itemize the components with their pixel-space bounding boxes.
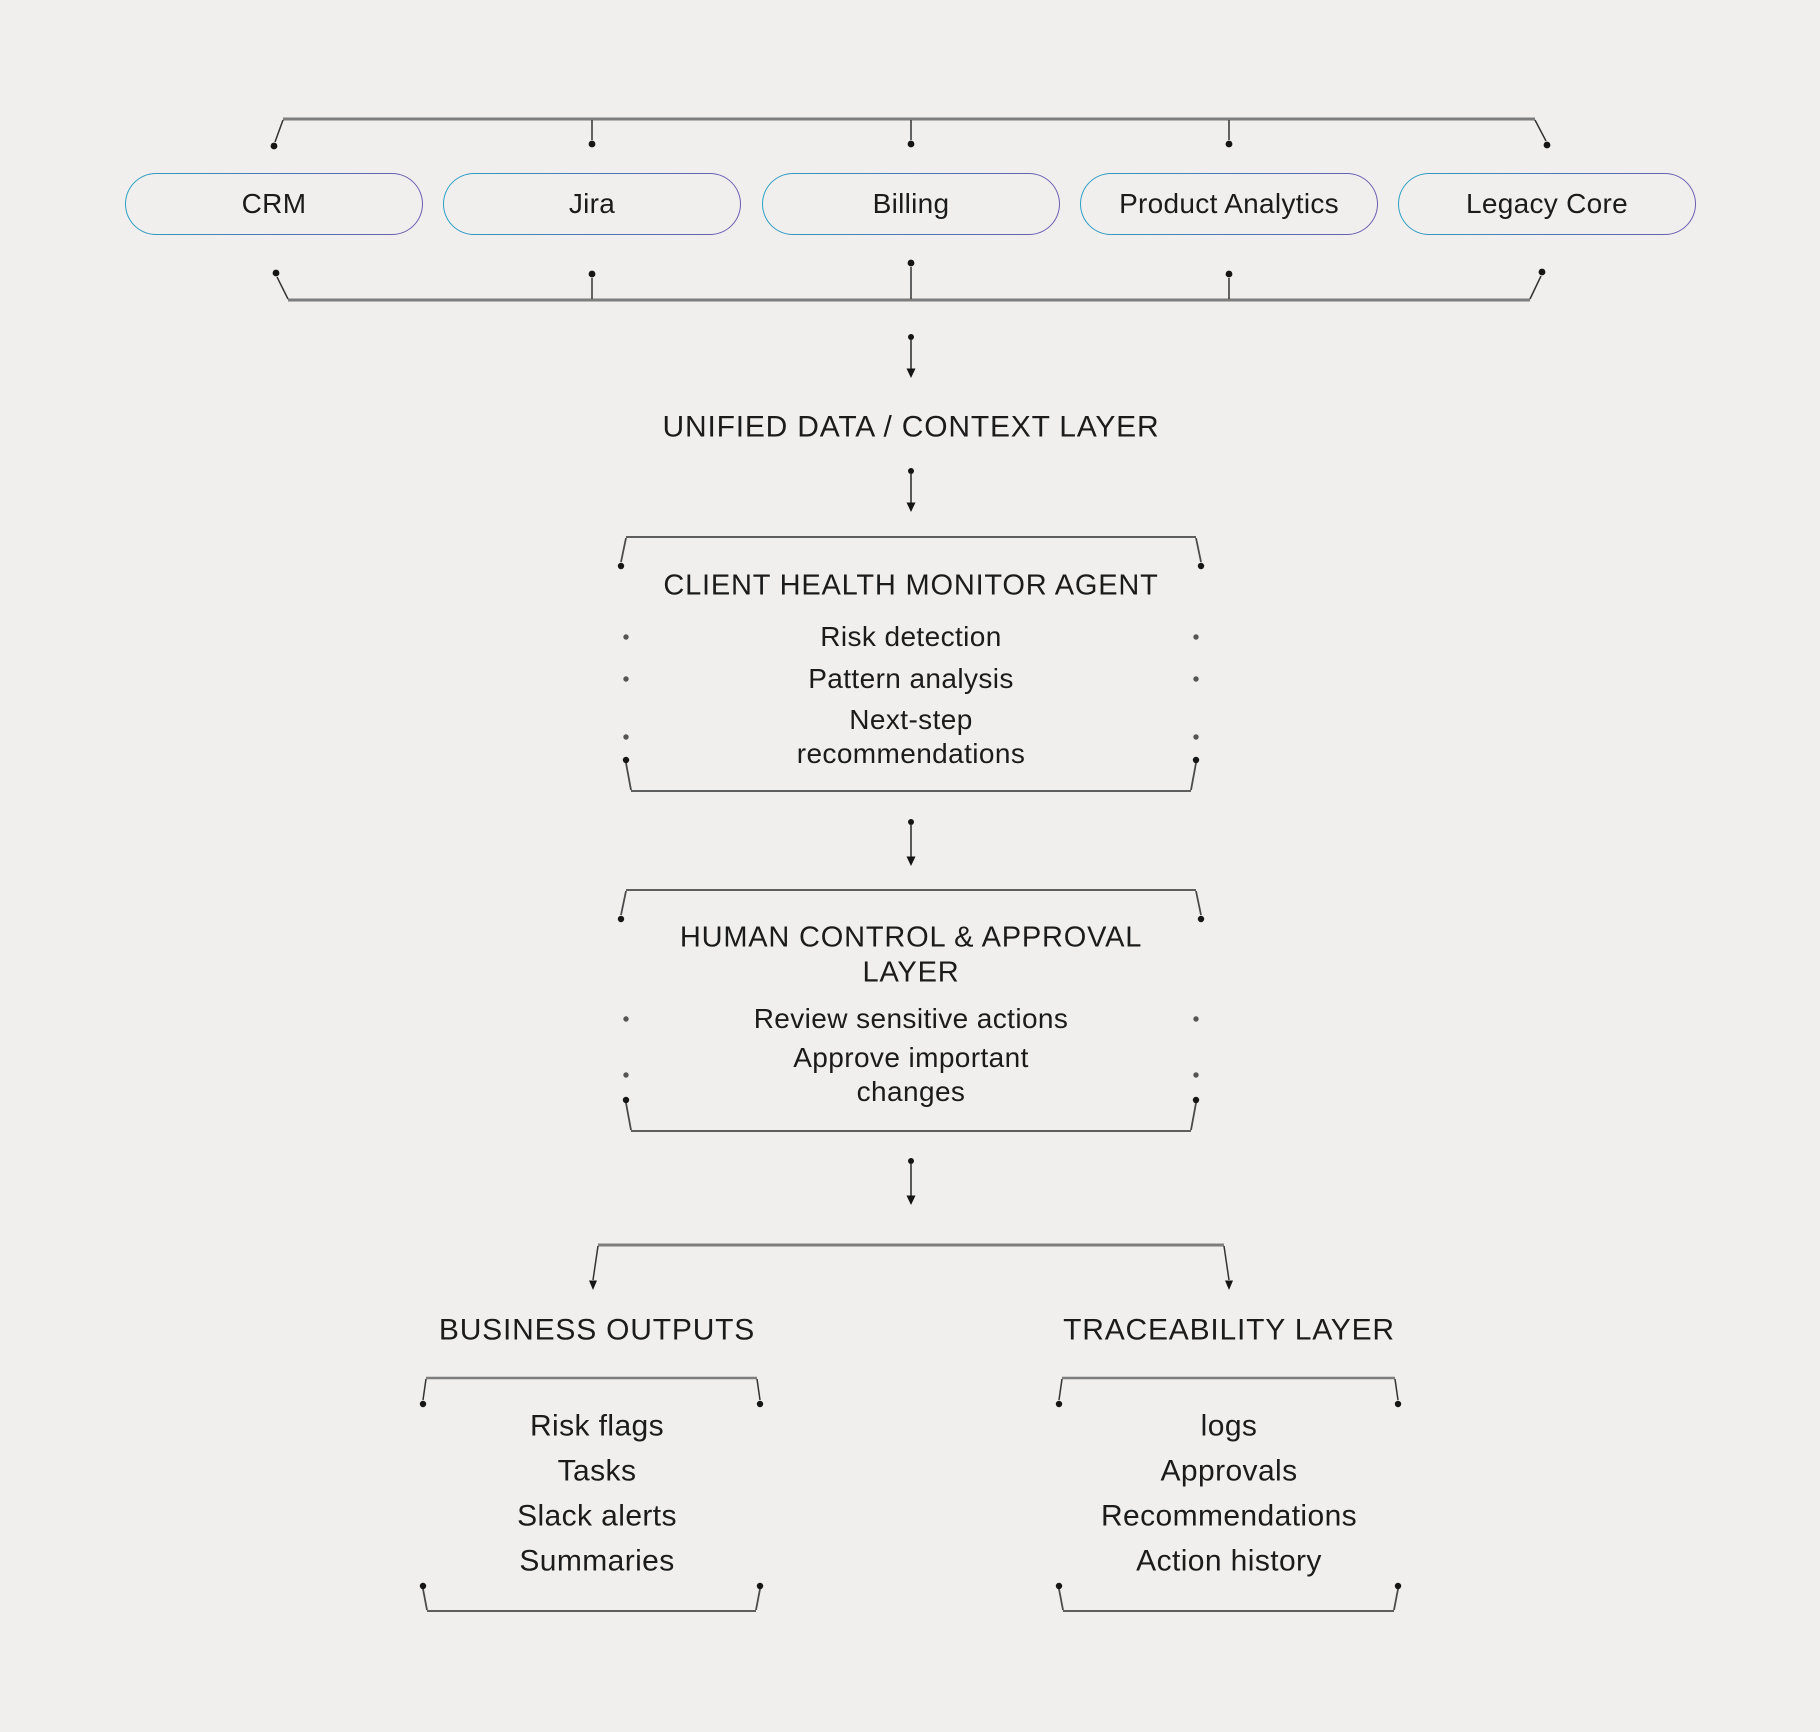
human-item-side-dots [623,1016,1199,1078]
outputs-item-slack-alerts: Slack alerts [517,1499,677,1533]
human-bracket-bottom [625,1102,1197,1132]
human-bracket-bottom-dots [622,1096,1200,1104]
human-item-approve-important-changes: Approve important changes [793,1041,1029,1107]
traceability-item-approvals: Approvals [1160,1454,1298,1488]
outputs-bracket-top-ends [422,1378,761,1401]
traceability-item-action-history: Action history [1136,1544,1322,1578]
source-pill-legacy-core: Legacy Core [1398,173,1696,235]
arrow-to-human-layer [906,819,916,866]
traceability-bracket-bottom [1058,1588,1399,1612]
agent-item-risk-detection: Risk detection [820,620,1002,652]
top-bracket-dots [270,140,1551,150]
split-arrowheads [589,1280,1233,1290]
outputs-item-tasks: Tasks [557,1454,637,1488]
agent-item-pattern-analysis: Pattern analysis [808,662,1014,694]
source-pill-billing: Billing [762,173,1060,235]
agent-bracket-bottom-dots [622,756,1200,764]
traceability-item-logs: logs [1200,1409,1258,1443]
traceability-bracket-top-ends [1058,1378,1399,1401]
traceability-bracket-top-dots [1055,1400,1402,1408]
outputs-bracket-bottom-dots [419,1582,764,1590]
arrow-to-unified-layer [906,334,916,378]
source-pill-jira: Jira [443,173,741,235]
arrow-to-agent [906,468,916,512]
agent-title: CLIENT HEALTH MONITOR AGENT [663,569,1159,602]
traceability-bracket-bottom-dots [1055,1582,1402,1590]
arrow-to-split [906,1158,916,1205]
human-layer-title: HUMAN CONTROL & APPROVAL LAYER [679,921,1143,989]
sources-merge-ticks [276,267,1542,300]
sources-merge-dots [272,259,1546,278]
source-pill-crm: CRM [125,173,423,235]
business-outputs-title: BUSINESS OUTPUTS [438,1313,756,1347]
traceability-layer-title: TRACEABILITY LAYER [1063,1313,1395,1347]
agent-item-next-step-recommendations: Next-step recommendations [796,703,1026,769]
outputs-item-risk-flags: Risk flags [529,1409,665,1443]
agent-item-side-dots [623,634,1199,740]
outputs-bracket-top-dots [419,1400,764,1408]
outputs-item-summaries: Summaries [519,1544,675,1578]
human-bracket-top [620,889,1202,916]
top-bracket-ticks [274,119,1547,143]
unified-layer-title: UNIFIED DATA / CONTEXT LAYER [662,410,1160,444]
agent-bracket-top-dots [617,562,1205,570]
traceability-item-recommendations: Recommendations [1100,1499,1358,1533]
split-connector-ends [592,1245,1230,1281]
human-bracket-top-dots [617,915,1205,923]
agent-bracket-top [620,536,1202,563]
outputs-bracket-bottom [422,1588,761,1612]
source-pill-product-analytics: Product Analytics [1080,173,1378,235]
agent-bracket-bottom [625,762,1197,792]
human-item-review-sensitive-actions: Review sensitive actions [753,1002,1069,1034]
